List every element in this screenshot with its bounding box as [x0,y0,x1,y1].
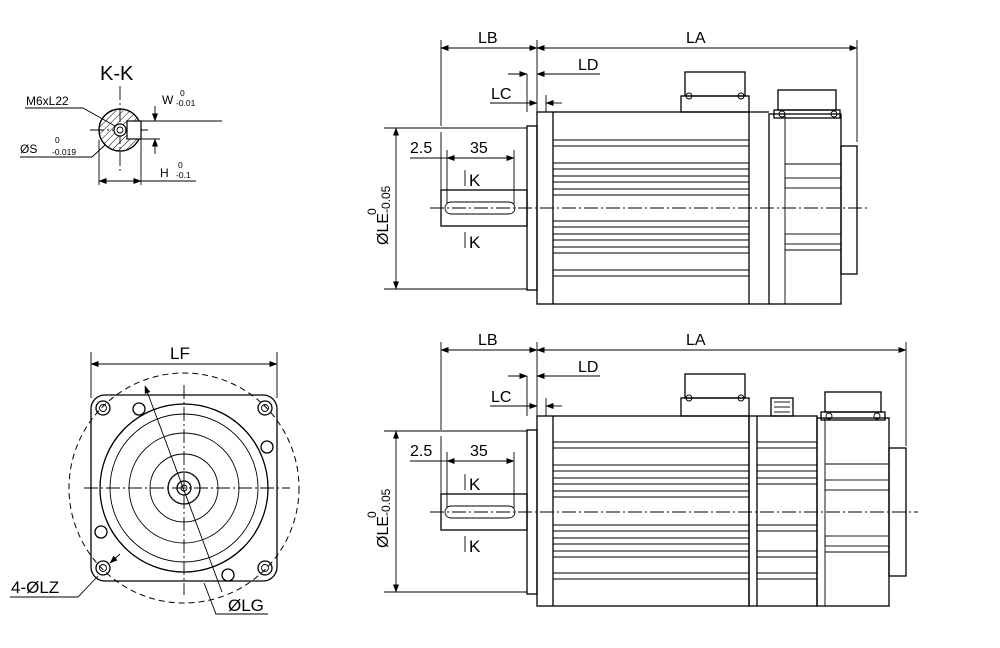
power-connector [684,373,746,399]
lb-label: LB [478,30,498,47]
le-label: ØLE [375,213,392,245]
brake-section [748,415,818,607]
lc-label: LC [491,389,511,406]
s-tol-upper: 0 [55,135,60,145]
w-tol-upper: 0 [180,88,185,98]
k-top: K [469,171,481,190]
lb-label: LB [478,332,498,349]
ld-label: LD [578,359,598,376]
kk-section-view: K-K M6xL22 ØS 0 -0.019 W 0 -0.01 H 0 -0.… [20,63,222,185]
le-label: ØLE [375,516,392,548]
mounting-holes [94,400,274,582]
end-cap [840,145,858,275]
h-tol-upper: 0 [178,160,183,170]
section-title: K-K [100,63,134,85]
w-tol-lower: -0.01 [176,98,196,108]
la-label: LA [686,332,706,349]
lf-label: LF [170,344,190,363]
k-bottom: K [469,537,481,556]
k-top: K [469,475,481,494]
dim-2-5: 2.5 [410,140,432,157]
le-tol-upper: 0 [365,208,379,215]
w-label: W [162,93,174,107]
k-bottom: K [469,233,481,252]
dim-2-5: 2.5 [410,443,432,460]
s-label: ØS [20,142,37,156]
encoder-connector [824,391,882,413]
lz-label: 4-ØLZ [11,578,59,597]
le-tol-lower: -0.05 [379,185,393,213]
power-connector [684,71,746,97]
encoder-housing [768,113,842,305]
lg-label: ØLG [228,596,264,615]
side-view-top: LB LA LD LC ØLE 0 -0.05 2.5 35 K [365,30,870,305]
dim-35: 35 [470,443,488,460]
motor-body [536,415,750,607]
brake-connector [770,397,794,417]
ld-label: LD [578,57,598,74]
side-view-bottom: LB LA LD LC ØLE 0 -0.05 2.5 35 K K [365,332,918,607]
pitch-circle [68,372,300,604]
encoder-connector [777,89,837,111]
dim-35: 35 [470,140,488,157]
h-label: H [160,166,169,180]
lc-label: LC [491,86,511,103]
flange-front-view: LF ØLG 4-ØLZ [10,344,300,615]
la-label: LA [686,30,706,47]
h-tol-lower: -0.1 [176,170,191,180]
le-tol-lower: -0.05 [379,488,393,516]
thread-label: M6xL22 [26,94,69,108]
le-tol-upper: 0 [365,511,379,518]
s-tol-lower: -0.019 [52,147,76,157]
